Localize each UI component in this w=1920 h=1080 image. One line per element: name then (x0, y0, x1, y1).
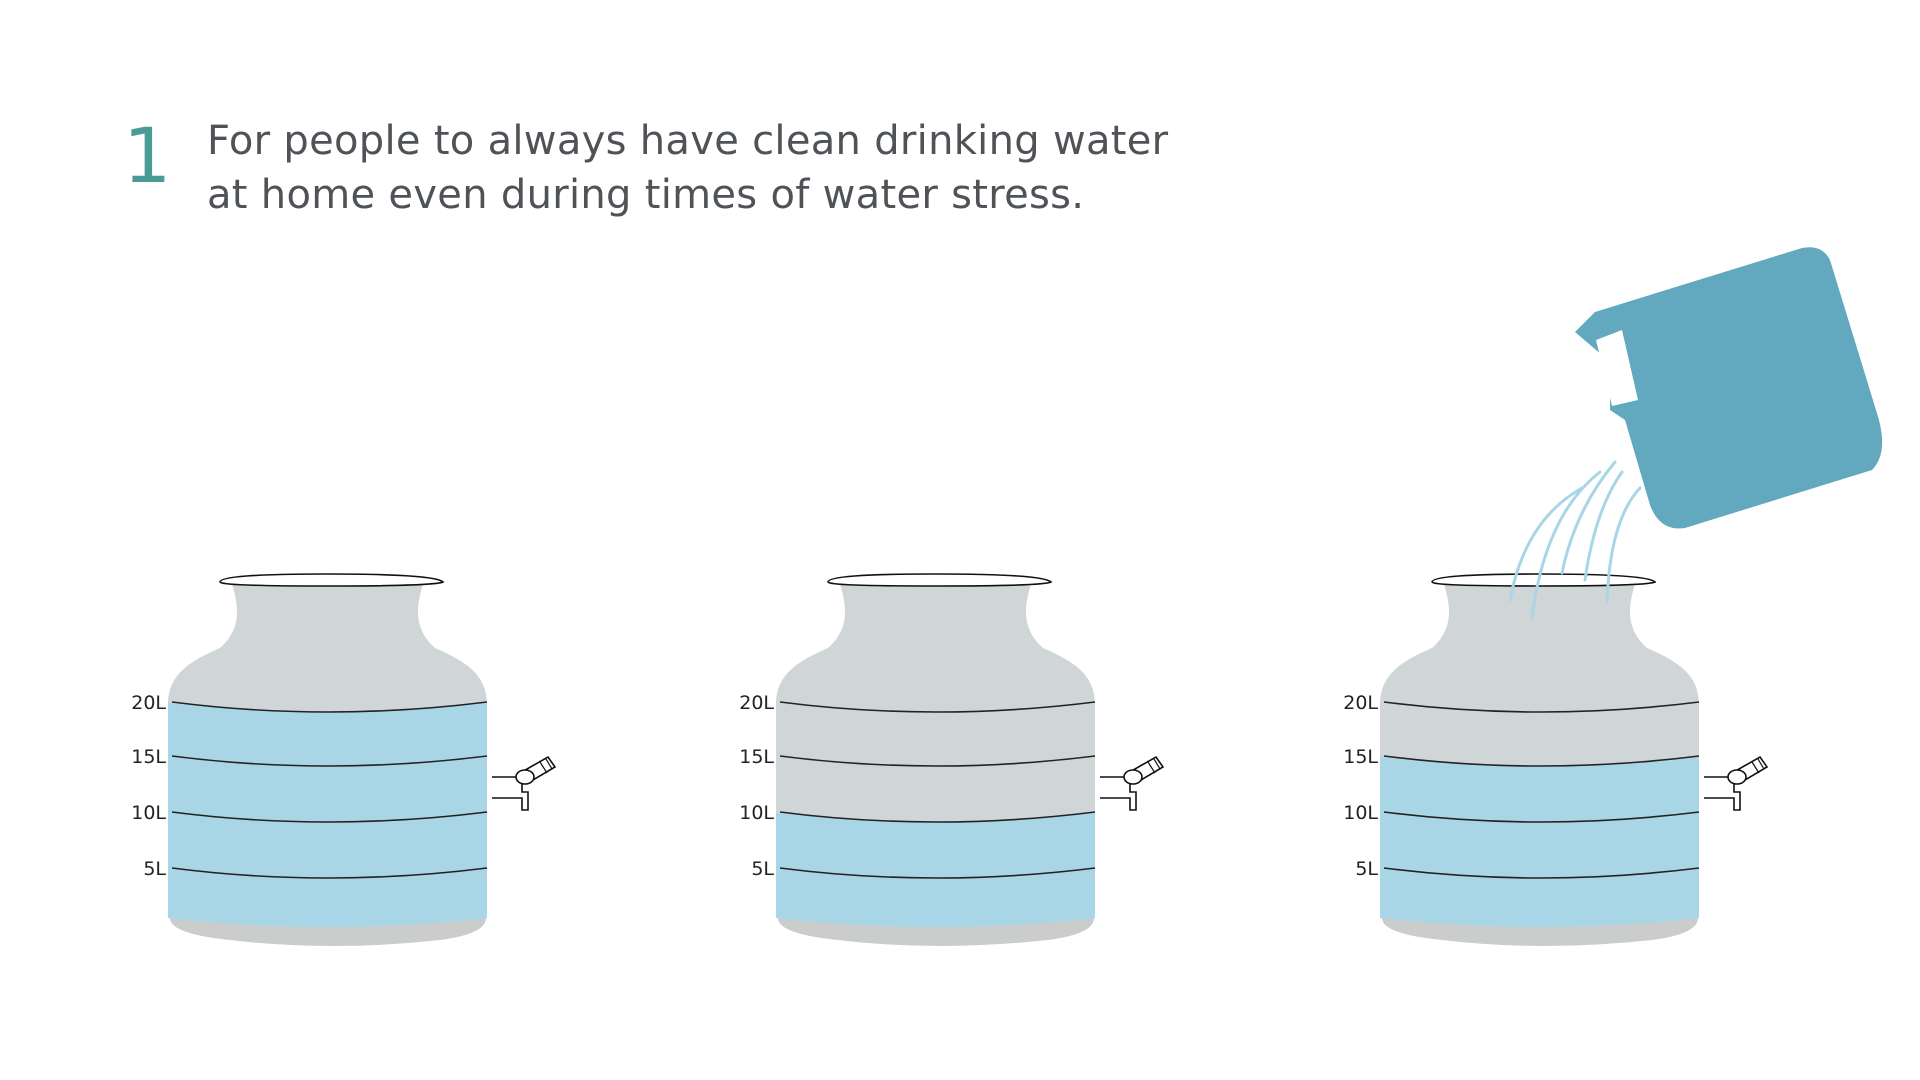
level-label: 20L (1343, 692, 1378, 714)
level-label: 15L (739, 746, 774, 768)
level-label: 5L (1355, 858, 1378, 880)
level-line (779, 701, 1096, 713)
tap-icon (492, 755, 557, 811)
water-tank-icon: 20L 15L 10L 5L (1343, 573, 1769, 946)
tank-rim (219, 573, 445, 587)
water-fill (1380, 756, 1699, 927)
tank-base (1382, 918, 1698, 946)
level-line (779, 811, 1096, 823)
level-label: 20L (131, 692, 166, 714)
headline-line-2: at home even during times of water stres… (207, 172, 1085, 218)
water-fill (776, 812, 1095, 927)
level-line (171, 811, 488, 823)
level-line (1383, 755, 1700, 767)
level-label: 5L (143, 858, 166, 880)
level-label: 15L (1343, 746, 1378, 768)
level-label: 10L (1343, 802, 1378, 824)
tank-base (170, 918, 486, 946)
water-stream-icon (1508, 460, 1642, 620)
level-label: 15L (131, 746, 166, 768)
level-line (1383, 867, 1700, 879)
level-label: 10L (739, 802, 774, 824)
water-tank-icon: 20L 15L 10L 5L (131, 573, 557, 946)
headline-line-1: For people to always have clean drinking… (207, 118, 1169, 164)
level-line (779, 867, 1096, 879)
level-line (1383, 811, 1700, 823)
level-line (779, 755, 1096, 767)
tank-rim (827, 573, 1053, 587)
tank-rim (1431, 573, 1657, 587)
level-label: 10L (131, 802, 166, 824)
level-line (171, 755, 488, 767)
tank-base (778, 918, 1094, 946)
level-label: 20L (739, 692, 774, 714)
tap-icon (1704, 755, 1769, 811)
level-line (1383, 701, 1700, 713)
water-fill (168, 702, 487, 927)
tap-icon (1100, 755, 1165, 811)
water-tank-icon: 20L 15L 10L 5L (739, 573, 1165, 946)
header: 1 For people to always have clean drinki… (0, 0, 1920, 260)
level-line (171, 867, 488, 879)
level-line (171, 701, 488, 713)
level-label: 5L (751, 858, 774, 880)
headline: For people to always have clean drinking… (207, 114, 1168, 222)
jug-icon (1575, 247, 1883, 529)
step-number: 1 (123, 111, 172, 200)
